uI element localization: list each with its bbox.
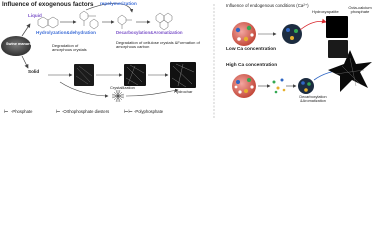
degradation-amorphous-label: Degradation of amorphous crystals xyxy=(52,43,87,52)
decarboxylation-bottom-label: Decarboxylation &Aromatization xyxy=(299,95,327,103)
legend: ⊢ -Phosphate ⊢ -Orthophosphate diesters … xyxy=(2,107,212,119)
solid-arrow xyxy=(21,55,29,69)
crystal-cluster-icon xyxy=(111,89,125,103)
figure-title: Influence of exogenous factors xyxy=(2,1,94,8)
decarboxylation-top-label: Decarboxylation&Aromatization xyxy=(116,30,183,35)
legend-polyphosphate: -Polyphosphate xyxy=(134,109,164,114)
hydrochar-sample xyxy=(170,62,196,88)
amorphous-crystal-sample xyxy=(74,64,94,86)
liquid-label: Liquid xyxy=(28,13,42,18)
swine-manure-disc xyxy=(1,36,31,56)
low-ca-label: Low Ca concentration xyxy=(226,47,277,52)
high-ca-product xyxy=(298,78,314,94)
repolymerization-label: repolymerization xyxy=(100,1,137,6)
molecule-sketch-2 xyxy=(79,10,99,30)
octa-calcium-star xyxy=(328,50,372,92)
low-ca-product xyxy=(282,24,302,44)
hydroxyapatite-panel xyxy=(326,16,348,38)
hydrochar-label: Hydrochar xyxy=(174,89,193,94)
diester-icon: ⊢ xyxy=(56,109,61,115)
hydroxyapatite-red-arrow xyxy=(299,18,327,31)
low-ca-cell xyxy=(232,22,256,46)
high-ca-cell xyxy=(232,74,256,98)
polyphosphate-icon: ⊢⊢ xyxy=(124,109,133,115)
legend-diester: -Orthophosphate diesters xyxy=(62,109,110,114)
aromatic-cluster xyxy=(155,12,173,31)
solid-label: Solid xyxy=(28,69,40,74)
repolymerization-loop xyxy=(85,3,134,13)
hydrolyzation-label: Hydrolyzation&dehydration xyxy=(36,30,96,35)
swine-manure-label: Swine manure xyxy=(6,42,32,46)
hydroxyapatite-label: Hydroxyapatite xyxy=(312,9,339,14)
molecule-sketch-1 xyxy=(37,16,59,29)
figure: Influence of exogenous factors Liquid So… xyxy=(1,1,372,119)
degradation-cellulose-label: Degradation of cellulose crystals &Forma… xyxy=(116,40,200,49)
phosphate-icon: ⊢ xyxy=(4,109,9,115)
endogenous-title: Influence of endogenous conditions (Ca²⁺… xyxy=(226,3,309,8)
high-ca-label: High Ca concentration xyxy=(226,63,278,68)
crystallization-to-hydrochar-arrow xyxy=(125,88,179,97)
octa-calcium-label: Octa-calcium phosphate xyxy=(348,5,372,14)
legend-phosphate: -Phosphate xyxy=(11,109,33,114)
crystallization-label: Crystallization xyxy=(110,85,135,90)
ca-particles xyxy=(272,78,286,94)
hydroxyapatite-panel-2 xyxy=(328,40,348,58)
liquid-arrow xyxy=(21,23,31,37)
molecule-sketch-3 xyxy=(117,14,132,29)
crystallization-arrow xyxy=(59,81,109,98)
diagram-graphics xyxy=(1,3,372,118)
